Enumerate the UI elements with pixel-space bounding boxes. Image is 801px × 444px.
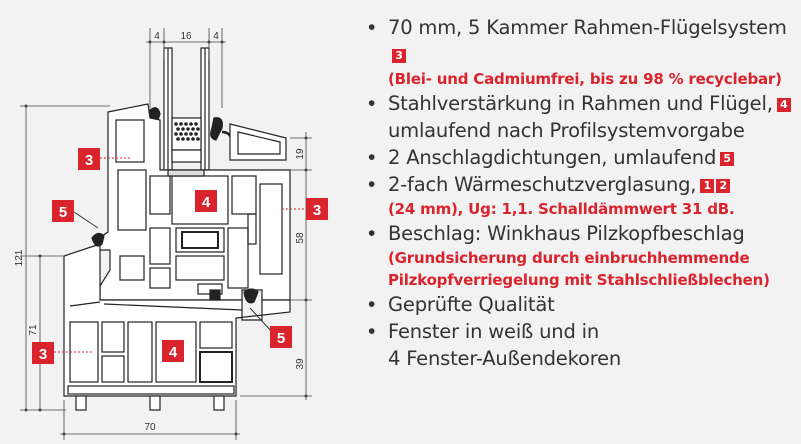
stop-seal-inner (91, 232, 105, 247)
bullet: • (368, 222, 376, 245)
callout-3-frame: 3 (32, 342, 54, 364)
callout-5-outer-seal: 5 (270, 326, 292, 348)
desiccant-spacer (174, 122, 200, 141)
feature-text: 2-fach Wärmeschutzverglasung, (388, 173, 697, 196)
dim-profile-depth: 70 (144, 422, 156, 433)
feature-text: 70 mm, 5 Kammer Rahmen-Flügelsystem (388, 16, 787, 39)
dim-glass-left: 4 (154, 31, 160, 42)
svg-text:5: 5 (59, 204, 67, 221)
dim-right-upper: 19 (295, 148, 306, 160)
bullet: • (368, 173, 376, 196)
feature-text: Stahlverstärkung in Rahmen und Flügel, (388, 92, 773, 115)
bullet: • (368, 146, 376, 169)
dim-lower-height: 71 (28, 324, 39, 336)
sash-reinforcement (181, 231, 219, 249)
feature-note: (Blei- und Cadmiumfrei, bis zu 98 % recy… (388, 70, 782, 88)
ref-badge: 5 (720, 152, 735, 166)
stop-seal-outer (243, 288, 259, 304)
ref-badge: 1 (700, 179, 715, 193)
feature-list: • 70 mm, 5 Kammer Rahmen-Flügelsystem 3 (… (368, 14, 798, 372)
svg-text:4: 4 (202, 194, 211, 211)
glazing-seal-right (210, 117, 223, 141)
callout-3-sash: 3 (78, 148, 100, 170)
feature-note-cont: Pilzkopfverriegelung mit Stahlschließble… (388, 271, 770, 289)
callout-4-frame-steel: 4 (162, 340, 184, 362)
feature-note: (24 mm), Ug: 1,1. Schalldämmwert 31 dB. (388, 200, 735, 218)
feature-text-cont: umlaufend nach Profilsystemvorgabe (388, 119, 745, 142)
svg-text:3: 3 (313, 202, 321, 219)
dim-right-lower: 39 (295, 358, 306, 370)
feature-hardware: • Beschlag: Winkhaus Pilzkopfbeschlag (G… (368, 220, 798, 291)
svg-text:4: 4 (169, 344, 178, 361)
bullet: • (368, 92, 376, 115)
dim-total-height: 121 (14, 249, 25, 266)
glass-unit (163, 47, 210, 171)
callout-5-inner-seal: 5 (52, 200, 74, 222)
ref-badge: 4 (776, 98, 791, 112)
feature-text-cont: 4 Fenster-Außendekoren (388, 347, 622, 370)
dim-right-mid: 58 (295, 232, 306, 244)
svg-text:3: 3 (85, 152, 93, 169)
feature-profile-system: • 70 mm, 5 Kammer Rahmen-Flügelsystem 3 (… (368, 14, 798, 90)
bullet: • (368, 320, 376, 343)
frame-reinforcement (199, 351, 233, 383)
feature-text: 2 Anschlagdichtungen, umlaufend (388, 146, 717, 169)
feature-text: Beschlag: Winkhaus Pilzkopfbeschlag (388, 222, 745, 245)
feature-text: Geprüfte Qualität (388, 293, 555, 316)
ref-badge: 2 (716, 179, 731, 193)
dim-glass-right: 4 (213, 31, 219, 42)
frame-profile (63, 243, 291, 397)
bullet: • (368, 293, 376, 316)
feature-note: (Grundsicherung durch einbruchhemmende (388, 249, 750, 267)
window-profile-diagram: 4 16 4 19 58 39 121 71 70 3 5 4 3 5 3 4 (14, 28, 328, 440)
feature-quality: • Geprüfte Qualität (368, 291, 798, 318)
callout-4-sash-steel: 4 (195, 190, 217, 212)
feature-colors: • Fenster in weiß und in 4 Fenster-Außen… (368, 318, 798, 372)
feature-text: Fenster in weiß und in (388, 320, 600, 343)
bullet: • (368, 16, 376, 39)
dim-glass-gap: 16 (180, 31, 192, 42)
svg-text:5: 5 (277, 330, 285, 347)
feature-steel-reinforcement: • Stahlverstärkung in Rahmen und Flügel,… (368, 90, 798, 144)
svg-text:3: 3 (39, 346, 47, 363)
callout-3-right: 3 (306, 198, 328, 220)
ref-badge: 3 (392, 49, 406, 63)
